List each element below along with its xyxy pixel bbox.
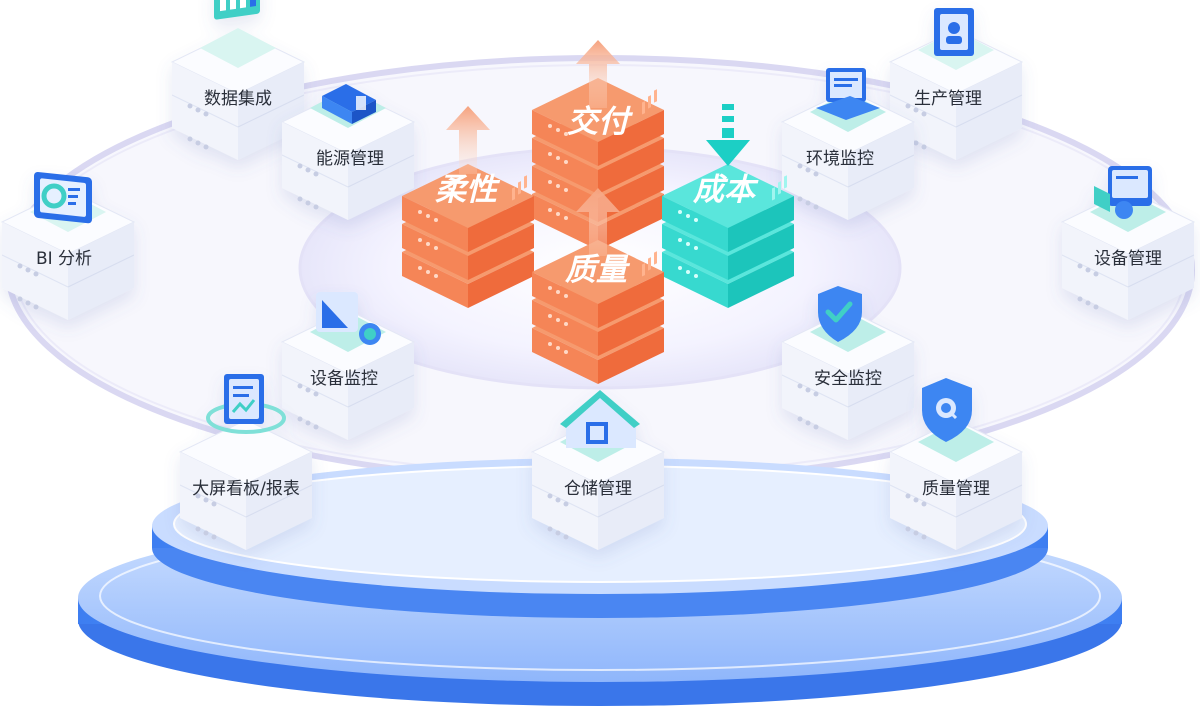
module-dashboard-report	[179, 374, 313, 551]
laptop-icon	[810, 68, 886, 132]
module-warehouse-management	[531, 390, 665, 551]
label-bi-analysis: BI 分析	[36, 249, 92, 269]
data-chart-icon	[200, 0, 276, 68]
label-energy-management: 能源管理	[316, 149, 384, 169]
core-label-quality: 质量	[564, 252, 631, 288]
label-warehouse-management: 仓储管理	[564, 479, 632, 499]
core-label-cost: 成本	[693, 172, 759, 208]
shield-q-icon	[918, 378, 994, 462]
module-environment-monitoring	[781, 68, 915, 221]
shield-check-icon	[810, 286, 886, 352]
label-safety-monitoring: 安全监控	[814, 369, 882, 389]
label-production-management: 生产管理	[914, 89, 982, 109]
label-quality-management: 质量管理	[922, 479, 990, 499]
module-equipment-management	[1061, 166, 1195, 321]
core-label-delivery: 交付	[567, 104, 634, 140]
module-energy-management	[281, 84, 415, 221]
label-environment-monitoring: 环境监控	[806, 149, 874, 169]
arrow-down-cost	[706, 104, 750, 166]
report-document-icon	[206, 374, 286, 434]
module-equipment-monitoring	[281, 292, 415, 441]
module-quality-management	[889, 378, 1023, 551]
pie-chart-icon	[30, 171, 106, 232]
module-safety-monitoring	[781, 286, 915, 441]
device-panel-icon	[1090, 166, 1166, 232]
battery-icon	[310, 84, 386, 128]
warehouse-house-icon	[560, 390, 640, 462]
module-bi-analysis	[1, 171, 135, 321]
module-production-management	[889, 8, 1023, 161]
camera-triangle-icon	[310, 292, 386, 352]
core-label-flexibility: 柔性	[435, 172, 501, 208]
label-data-integration: 数据集成	[204, 89, 272, 109]
worker-card-icon	[918, 8, 994, 70]
label-dashboard-report: 大屏看板/报表	[192, 479, 300, 499]
module-data-integration	[171, 0, 305, 161]
label-equipment-monitoring: 设备监控	[310, 369, 378, 389]
label-equipment-management: 设备管理	[1094, 249, 1162, 269]
